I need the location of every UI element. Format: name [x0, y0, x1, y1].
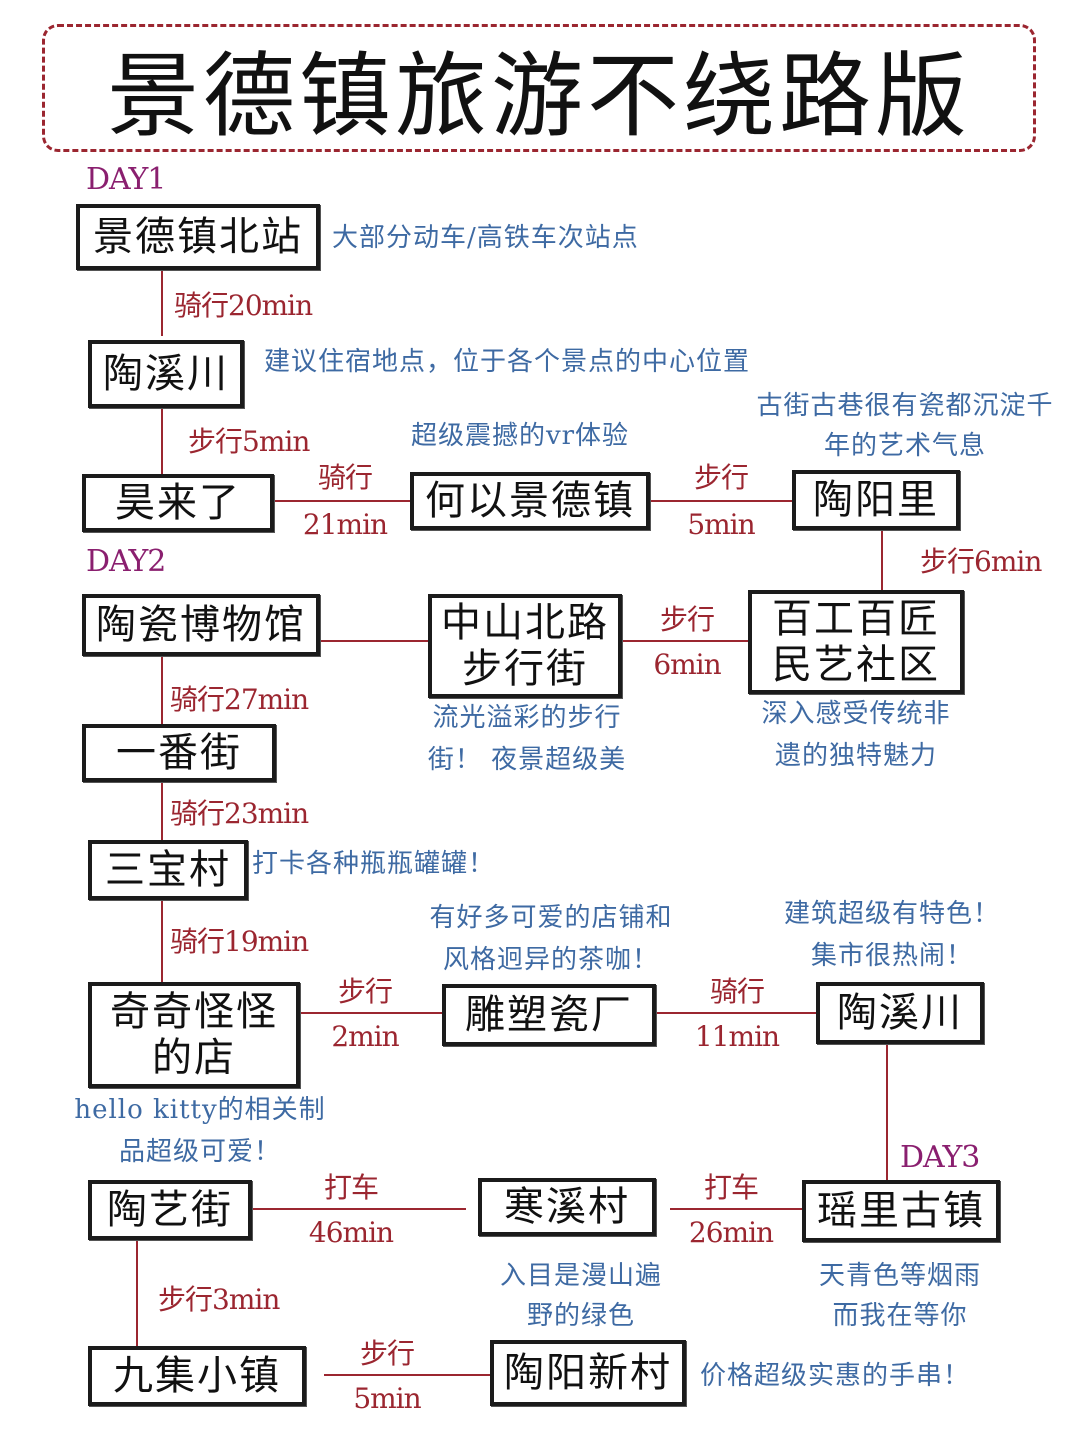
transport-label: 步行	[659, 603, 715, 636]
note-text: 入目是漫山遍	[499, 1261, 662, 1291]
day-label: DAY2	[86, 544, 166, 579]
transport-label: 5min	[687, 508, 755, 541]
connector-line	[650, 500, 792, 502]
connector-line	[136, 1238, 138, 1346]
note-text: 天青色等烟雨	[818, 1261, 981, 1291]
connector-line	[298, 1012, 444, 1014]
transport-label: 骑行27min	[170, 683, 309, 716]
connector-line	[161, 898, 163, 982]
stop-node: 奇奇怪怪 的店	[88, 982, 300, 1088]
stop-node: 陶阳新村	[490, 1340, 686, 1406]
connector-line	[161, 780, 163, 840]
transport-label: 打车	[703, 1171, 759, 1204]
note-text: 而我在等你	[832, 1301, 968, 1331]
note-text: 大部分动车/高铁车次站点	[332, 223, 639, 253]
stop-node: 景德镇北站	[76, 204, 320, 270]
stop-node: 三宝村	[88, 840, 248, 900]
stop-node: 何以景德镇	[410, 472, 650, 530]
transport-label: 步行6min	[920, 545, 1042, 578]
note-text: 建议住宿地点，位于各个景点的中心位置	[264, 347, 751, 377]
note-text: 深入感受传统非	[761, 699, 951, 729]
transport-label: 步行3min	[158, 1283, 280, 1316]
connector-line	[318, 640, 428, 642]
transport-label: 骑行	[709, 975, 765, 1008]
note-text: 街！ 夜景超级美	[427, 745, 627, 775]
transport-label: 6min	[653, 648, 721, 681]
connector-line	[250, 1208, 466, 1210]
stop-node: 瑶里古镇	[802, 1180, 1000, 1242]
transport-label: 打车	[323, 1171, 379, 1204]
transport-label: 骑行23min	[170, 797, 309, 830]
connector-line	[620, 640, 750, 642]
connector-line	[881, 528, 883, 590]
transport-label: 骑行19min	[170, 925, 309, 958]
connector-line	[670, 1208, 804, 1210]
note-text: 超级震撼的vr体验	[410, 421, 630, 451]
stop-node: 陶阳里	[792, 470, 960, 530]
transport-label: 5min	[353, 1382, 421, 1415]
connector-line	[161, 656, 163, 726]
note-text: 遗的独特魅力	[774, 741, 937, 771]
note-text: 有好多可爱的店铺和	[429, 903, 673, 933]
stop-node: 九集小镇	[88, 1346, 306, 1406]
stop-node: 陶溪川	[816, 982, 984, 1044]
connector-line	[655, 1012, 817, 1014]
transport-label: 步行	[337, 975, 393, 1008]
connector-line	[161, 406, 163, 476]
transport-label: 步行	[693, 461, 749, 494]
connector-line	[161, 270, 163, 336]
day-label: DAY3	[900, 1140, 980, 1175]
stop-node: 寒溪村	[478, 1178, 656, 1236]
stop-node: 陶瓷博物馆	[82, 594, 320, 656]
stop-node: 一番街	[82, 724, 276, 782]
connector-line	[886, 1044, 888, 1182]
note-text: hello kitty的相关制	[74, 1095, 326, 1125]
stop-node: 中山北路 步行街	[428, 594, 622, 698]
note-text: 野的绿色	[526, 1301, 635, 1331]
transport-label: 21min	[302, 508, 388, 541]
stop-node: 陶溪川	[88, 340, 244, 408]
stop-node: 昊来了	[82, 474, 274, 532]
note-text: 风格迥异的茶咖！	[442, 945, 659, 975]
connector-line	[272, 500, 412, 502]
transport-label: 11min	[694, 1020, 780, 1053]
note-text: 古街古巷很有瓷都沉淀千	[756, 391, 1054, 421]
note-text: 建筑超级有特色！	[783, 899, 1000, 929]
transport-label: 46min	[308, 1216, 394, 1249]
stop-node: 陶艺街	[88, 1180, 252, 1240]
note-text: 年的艺术气息	[823, 431, 986, 461]
transport-label: 步行5min	[188, 425, 310, 458]
transport-label: 骑行20min	[174, 289, 313, 322]
note-text: 集市很热闹！	[810, 941, 973, 971]
note-text: 价格超级实惠的手串！	[700, 1361, 971, 1391]
stop-node: 雕塑瓷厂	[442, 984, 656, 1046]
transport-label: 步行	[359, 1337, 415, 1370]
title-frame: 景德镇旅游不绕路版	[42, 24, 1036, 152]
note-text: 打卡各种瓶瓶罐罐！	[252, 849, 496, 879]
note-text: 品超级可爱！	[118, 1137, 281, 1167]
transport-label: 骑行	[317, 461, 373, 494]
transport-label: 26min	[688, 1216, 774, 1249]
transport-label: 2min	[331, 1020, 399, 1053]
page-title: 景德镇旅游不绕路版	[106, 42, 971, 150]
note-text: 流光溢彩的步行	[432, 703, 622, 733]
connector-line	[324, 1374, 492, 1376]
day-label: DAY1	[86, 162, 166, 197]
stop-node: 百工百匠 民艺社区	[748, 590, 964, 694]
